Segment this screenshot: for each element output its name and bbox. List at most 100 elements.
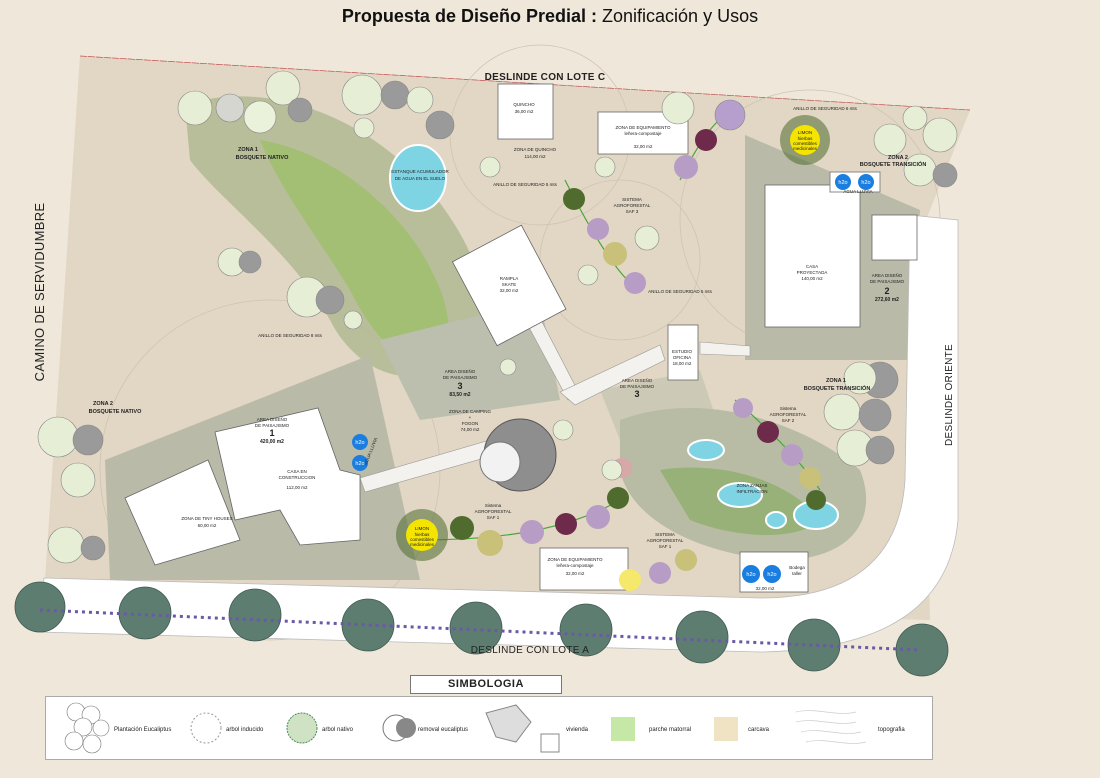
equipamiento-south bbox=[539, 547, 629, 591]
agro-tree bbox=[757, 421, 779, 443]
label-lemon-sw: LIMON bbox=[415, 526, 429, 531]
area3-west-area: 83,50 m2 bbox=[449, 392, 470, 398]
boundary-tree bbox=[228, 588, 282, 642]
label-lemon-ne-sub2: comestibles bbox=[793, 141, 818, 146]
h2o-tank bbox=[858, 174, 874, 190]
agro-tree bbox=[450, 516, 474, 540]
label-casa-construccion-area: 112,00 m2 bbox=[287, 485, 308, 490]
legend-label-eucalyptus: Plantación Eucaliptus bbox=[114, 727, 171, 733]
tree-clusters bbox=[37, 70, 958, 564]
h2o-tank bbox=[763, 565, 781, 583]
label-zona2-trans-sub: BOSQUETE TRANSICIÓN bbox=[860, 160, 927, 168]
label-saf1b-id: SAF 1 bbox=[659, 544, 672, 549]
label-casa-construccion: CASA EN bbox=[287, 469, 307, 474]
eucalyptus-tree bbox=[577, 264, 599, 286]
label-casa-proyectada-sub: PROYECTADA bbox=[797, 270, 828, 275]
eucalyptus-tree bbox=[343, 310, 363, 330]
quincho bbox=[497, 83, 554, 140]
eucalyptus-tree bbox=[843, 361, 877, 395]
legend-arbol-inducido-icon bbox=[190, 712, 222, 744]
agro-tree bbox=[781, 444, 803, 466]
agro-tree bbox=[619, 569, 641, 591]
legend-drawing: Plantación Eucaliptus arbol inducido arb… bbox=[64, 702, 905, 754]
label-lemon-ne: LIMON bbox=[798, 130, 812, 135]
agroforestal-trees bbox=[450, 129, 826, 591]
label-saf3: SISTEMA bbox=[622, 197, 642, 202]
matorral-patch bbox=[260, 140, 449, 362]
label-estudio-sub: OFICINA bbox=[673, 355, 691, 360]
label-lemon-sw-sub2: comestibles bbox=[410, 537, 435, 542]
label-saf2-sub: AGROFORESTAL bbox=[770, 412, 807, 417]
label-equip-south-sub: leñera-compostaje bbox=[556, 563, 594, 568]
agro-tree bbox=[624, 272, 646, 294]
label-south-boundary: DESLINDE CON LOTE A bbox=[471, 645, 590, 656]
h2o-label: h2o bbox=[355, 440, 364, 446]
eucalyptus-tree bbox=[499, 358, 517, 376]
area1-area: 420,00 m2 bbox=[260, 439, 284, 445]
h2o-tank bbox=[352, 455, 368, 471]
area1-number: 1 bbox=[269, 428, 274, 438]
label-saf1: Sistema bbox=[485, 503, 502, 508]
label-zona-quincho-area: 114,00 m2 bbox=[525, 154, 546, 159]
boundary-tree bbox=[895, 623, 949, 677]
legend-label-removal: removal eucaliptus bbox=[418, 727, 468, 733]
legend-removal-icon-shadow bbox=[396, 718, 416, 738]
legend: Plantación Eucaliptus arbol inducido arb… bbox=[45, 696, 933, 760]
label-saf3-sub: AGROFORESTAL bbox=[614, 203, 651, 208]
fogon-center bbox=[479, 441, 521, 483]
agro-tree bbox=[563, 188, 585, 210]
eucalyptus-tree bbox=[594, 156, 616, 178]
h2o-label: h2o bbox=[355, 461, 364, 467]
legend-eucalyptus-icon-tree bbox=[82, 734, 102, 754]
label-area2-sub: DE PAISAJISMO bbox=[870, 279, 905, 284]
agro-tree bbox=[477, 530, 503, 556]
walkway bbox=[699, 341, 751, 357]
h2o-tank bbox=[742, 565, 760, 583]
legend-label-parche-matorral: parche matorral bbox=[649, 727, 691, 733]
eucalyptus-tree bbox=[601, 459, 623, 481]
label-quincho-area: 36,00 m2 bbox=[515, 109, 534, 114]
lot-boundary bbox=[79, 55, 971, 111]
eucalyptus-tree bbox=[903, 153, 937, 187]
legend-topografia-icon-contour bbox=[805, 740, 867, 744]
label-estudio-area: 18,00 m2 bbox=[673, 361, 692, 366]
label-west-boundary: CAMINO DE SERVIDUMBRE bbox=[32, 203, 47, 382]
eucalyptus-tree bbox=[72, 424, 104, 456]
label-bodega: Bodega bbox=[789, 565, 805, 570]
legend-topografia-icon-contour bbox=[795, 710, 857, 714]
label-east-boundary: DESLINDE ORIENTE bbox=[944, 344, 955, 446]
casa-annex bbox=[871, 214, 918, 261]
rampla-skate bbox=[451, 224, 567, 347]
label-equip-north: ZONA DE EQUIPAMIENTO bbox=[615, 125, 671, 130]
label-agua-lluvia-ne: AGUA LLUVIA bbox=[843, 189, 872, 194]
eucalyptus-tree bbox=[60, 462, 96, 498]
legend-parche-matorral-icon bbox=[611, 717, 635, 741]
buildings bbox=[124, 83, 918, 593]
eucalyptus-tree bbox=[661, 91, 695, 125]
label-estanque-sub: DE AGUA EN EL SUELO bbox=[395, 176, 446, 181]
lemon-tree bbox=[790, 125, 820, 155]
label-zona2-nativo: ZONA 2 bbox=[93, 401, 113, 407]
label-zona1-nativo-sub: BOSQUETE NATIVO bbox=[236, 155, 289, 161]
label-estudio: ESTUDIO bbox=[672, 349, 693, 354]
label-equip-north-sub: leñera-compostaje bbox=[624, 131, 662, 136]
eucalyptus-tree bbox=[552, 419, 574, 441]
water-tanks bbox=[352, 171, 881, 583]
boundary-tree bbox=[449, 601, 503, 655]
label-camping-plus: + bbox=[469, 415, 472, 420]
infiltration-pond bbox=[765, 511, 787, 529]
legend-label-arbol-nativo: arbol nativo bbox=[322, 727, 354, 733]
water-features bbox=[389, 144, 839, 530]
label-saf2: Sistema bbox=[780, 406, 797, 411]
label-casa-proyectada-area: 140,00 m2 bbox=[801, 276, 823, 281]
label-anillo-center: ANILLO DE SEGURIDAD 5 mts bbox=[648, 289, 713, 294]
agro-tree bbox=[603, 242, 627, 266]
agro-tree bbox=[555, 513, 577, 535]
legend-topografia-icon bbox=[795, 710, 867, 744]
legend-title: SIMBOLOGIA bbox=[410, 675, 562, 694]
agro-tree bbox=[586, 505, 610, 529]
walkway bbox=[559, 344, 666, 406]
estudio-oficina bbox=[667, 324, 699, 381]
label-equip-south-area: 32,00 m2 bbox=[566, 571, 585, 576]
legend-topografia-icon-contour bbox=[800, 730, 862, 734]
